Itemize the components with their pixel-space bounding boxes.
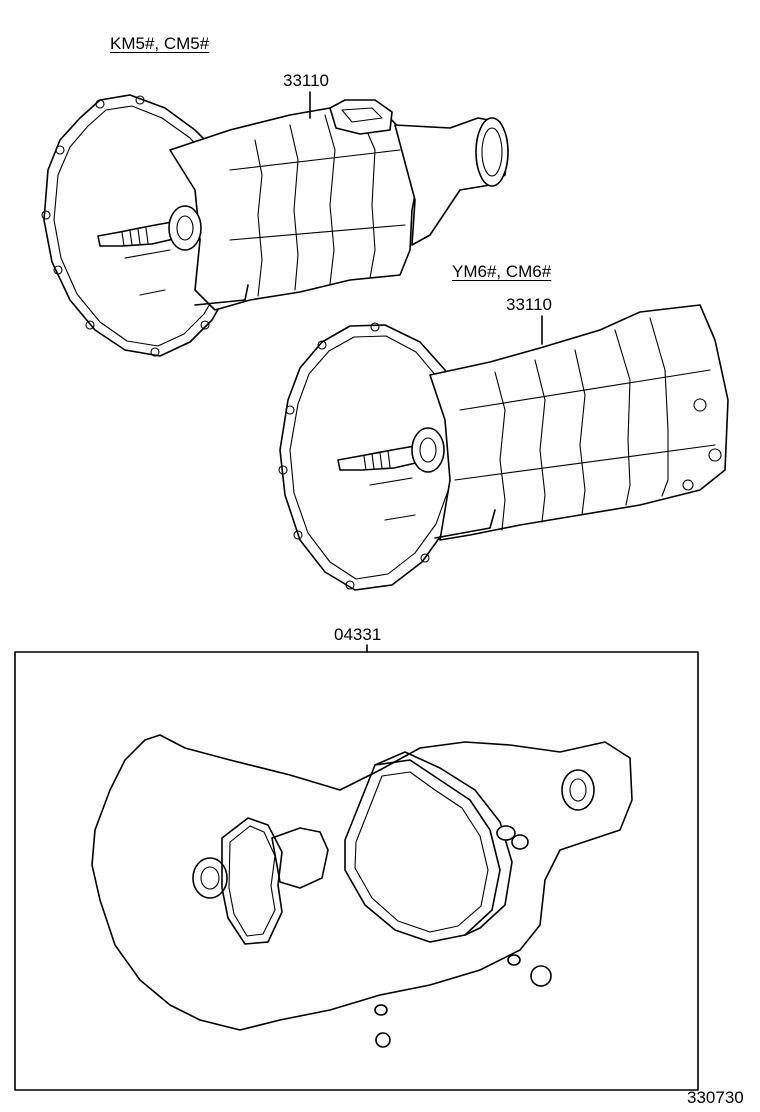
- part-number-04331[interactable]: 04331: [334, 625, 382, 644]
- variant-label-km5-cm5: KM5#, CM5#: [110, 34, 210, 53]
- transmission-assembly-5speed-icon[interactable]: [41, 94, 509, 357]
- kit-boundary-box: [14, 651, 699, 1091]
- variant-label-ym6-cm6: YM6#, CM6#: [452, 262, 552, 281]
- figure-number: 330730: [687, 1088, 744, 1107]
- part-number-33110-a[interactable]: 33110: [283, 71, 330, 90]
- part-number-33110-b[interactable]: 33110: [506, 295, 553, 314]
- gasket-kit-icon[interactable]: [14, 644, 699, 1091]
- transmission-assembly-6speed-icon[interactable]: [278, 304, 729, 591]
